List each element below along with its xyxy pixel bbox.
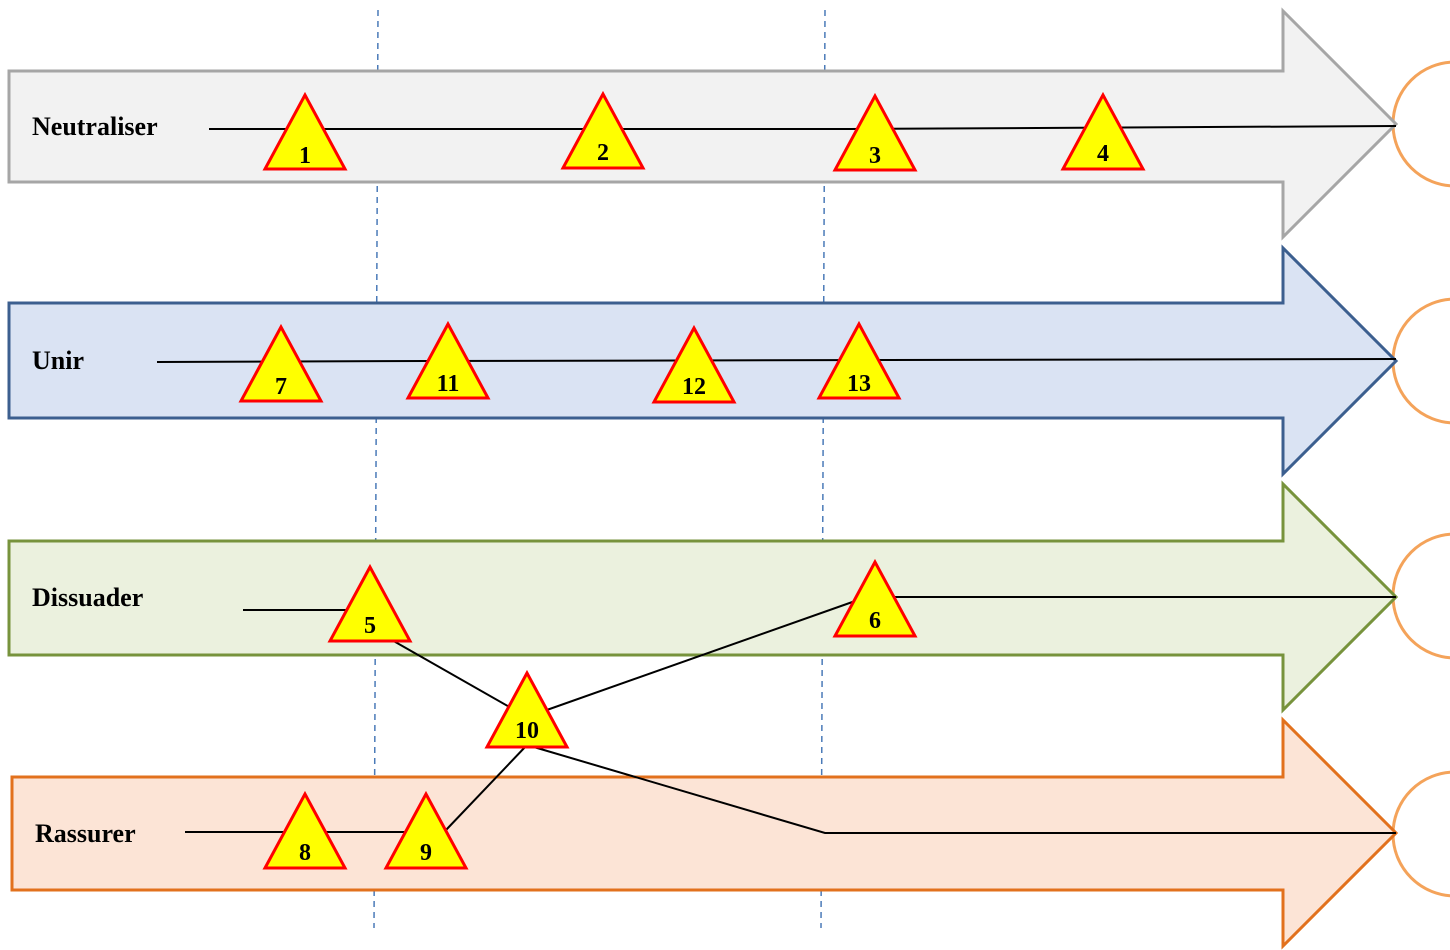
warning-triangle-icon: [816, 320, 902, 400]
marker-6: 6: [832, 558, 918, 638]
lane-label-unir: Unir: [32, 346, 84, 375]
marker-number: 8: [299, 840, 311, 866]
marker-number: 1: [299, 143, 311, 169]
lane-label-neutraliser: Neutraliser: [32, 112, 158, 141]
warning-triangle-icon: [262, 790, 348, 870]
connector-lines: [156, 125, 1397, 834]
marker-7: 7: [238, 323, 324, 403]
marker-1: 1: [262, 91, 348, 171]
marker-13: 13: [816, 320, 902, 400]
warning-triangle-icon: [262, 91, 348, 171]
connector-10-to-6: [526, 593, 876, 718]
connector-10-to-rassurer-goal: [526, 744, 1396, 834]
warning-triangle-icon: [1060, 91, 1146, 171]
warning-triangle-icon: [651, 324, 737, 404]
lane-arrow-dissuader: [7, 480, 1399, 714]
marker-number: 11: [437, 371, 460, 397]
lane-label-dissuader: Dissuader: [32, 583, 143, 612]
warning-triangle-icon: [405, 320, 491, 400]
marker-number: 3: [869, 143, 881, 169]
lane-arrow-rassurer: [10, 716, 1399, 950]
warning-triangle-icon: [383, 790, 469, 870]
connector-neutraliser: [209, 125, 1397, 130]
marker-3: 3: [832, 92, 918, 172]
marker-number: 5: [364, 613, 376, 639]
connector-9-to-10: [445, 744, 528, 831]
marker-8: 8: [262, 790, 348, 870]
marker-11: 11: [405, 320, 491, 400]
marker-12: 12: [651, 324, 737, 404]
goal-ellipse-dissuader: [1391, 532, 1450, 660]
lane-arrow-neutraliser: [7, 7, 1399, 241]
marker-number: 7: [275, 374, 287, 400]
marker-number: 9: [420, 840, 432, 866]
warning-triangle-icon: [832, 92, 918, 172]
marker-number: 4: [1097, 141, 1109, 167]
marker-number: 2: [597, 140, 609, 166]
connector-unir: [156, 358, 1397, 363]
marker-9: 9: [383, 790, 469, 870]
goal-ellipse-unir: [1391, 297, 1450, 425]
warning-triangle-icon: [484, 669, 570, 749]
marker-number: 6: [869, 608, 881, 634]
goal-ellipse-neutraliser: [1391, 60, 1450, 188]
warning-triangle-icon: [238, 323, 324, 403]
marker-number: 12: [682, 374, 706, 400]
marker-number: 10: [515, 718, 539, 744]
goal-ellipse-rassurer: [1391, 770, 1450, 898]
marker-4: 4: [1060, 91, 1146, 171]
marker-2: 2: [560, 90, 646, 170]
marker-number: 13: [847, 371, 871, 397]
warning-triangle-icon: [327, 563, 413, 643]
warning-triangle-icon: [560, 90, 646, 170]
marker-5: 5: [327, 563, 413, 643]
warning-triangle-icon: [832, 558, 918, 638]
lane-label-rassurer: Rassurer: [35, 819, 136, 848]
marker-10: 10: [484, 669, 570, 749]
